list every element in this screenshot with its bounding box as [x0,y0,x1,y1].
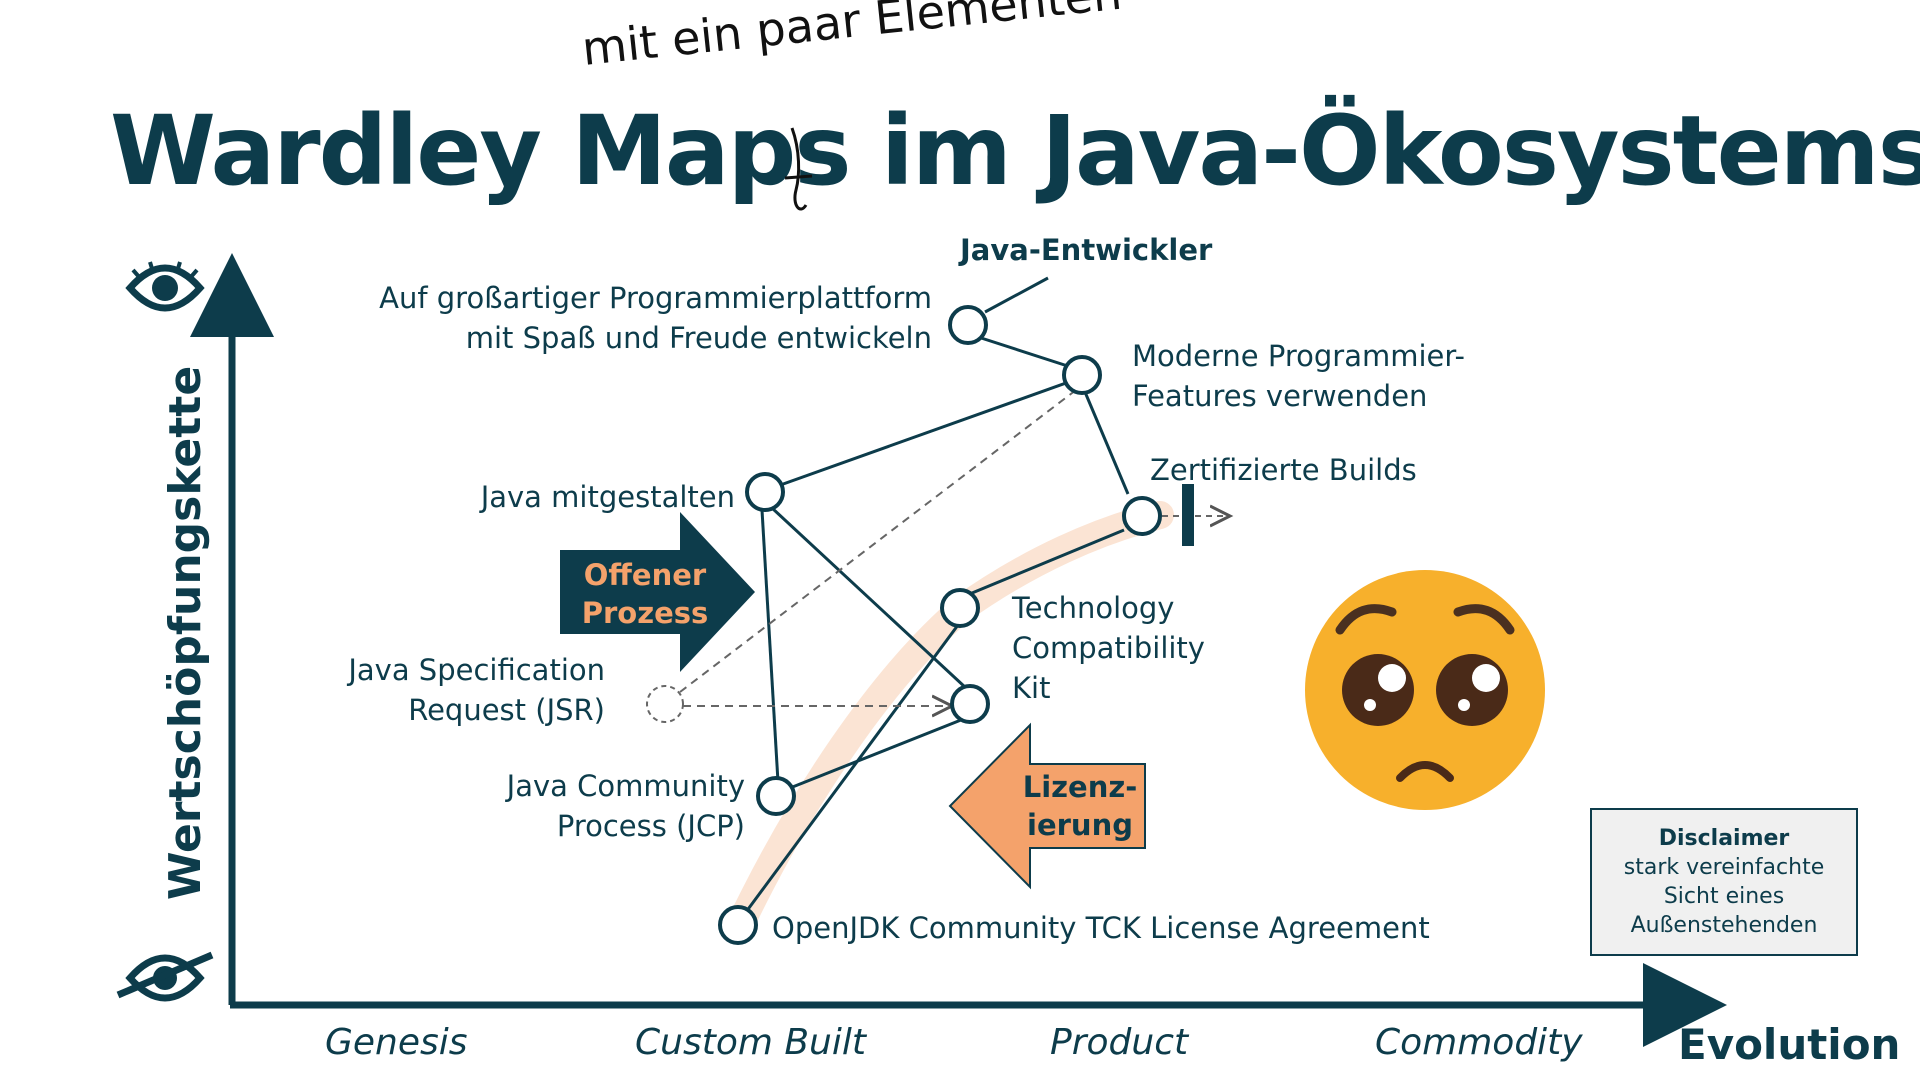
disclaimer-line1: stark vereinfachte [1623,855,1825,880]
disclaimer-line3: Außenstehenden [1630,913,1818,938]
node-mitgestalten [745,472,785,512]
node-jcp [756,776,796,816]
page-title: Wardley Maps im Java-Ökosystems [110,95,1920,207]
stage-commodity: Commodity [1375,1022,1583,1063]
x-axis-label: Evolution [1678,1020,1901,1069]
handwritten-caret-bar [784,174,813,180]
jcp-label-line2: Process (JCP) [556,809,745,843]
lizenzierung-text: Lizenz- ierung [1005,768,1155,844]
features-label-line2: Features verwenden [1132,379,1428,413]
node-license [718,905,758,945]
builds-label: Zertifizierte Builds [1150,453,1417,487]
features-label: Moderne Programmier- Features verwenden [1132,336,1465,416]
tck-label: Technology Compatibility Kit [1012,588,1205,708]
license-label: OpenJDK Community TCK License Agreement [772,911,1430,945]
tck-label-line3: Kit [1012,671,1051,705]
plattform-label: Auf großartiger Programmierplattform mit… [300,278,932,358]
stage-genesis: Genesis [325,1022,468,1063]
node-jsr [646,685,684,723]
title-main: Wardley Maps [110,95,851,207]
y-axis-label: Wertschöpfungskette [160,365,211,900]
features-label-line1: Moderne Programmier- [1132,339,1465,373]
node-tck-lower [950,684,990,724]
inertia-bar [1182,484,1194,546]
offener-prozess-line2: Prozess [581,596,709,630]
lizenzierung-line1: Lizenz- [1022,770,1138,804]
node-builds [1122,496,1162,536]
disclaimer-heading: Disclaimer [1658,826,1790,851]
mitgestalten-label: Java mitgestalten [480,480,735,514]
dependency-links [744,276,1130,913]
offener-prozess-arrow [560,512,755,672]
stage-custom-built: Custom Built [635,1022,866,1063]
jcp-label: Java Community Process (JCP) [430,766,745,846]
plattform-label-line1: Auf großartiger Programmierplattform [379,281,932,315]
plattform-label-line2: mit Spaß und Freude entwickeln [465,321,932,355]
jsr-label: Java Specification Request (JSR) [300,650,605,730]
eye-crossed-out-icon [116,951,214,1002]
jcp-label-line1: Java Community [506,769,745,803]
lizenzierung-line2: ierung [1027,808,1133,842]
disclaimer-box: Disclaimer stark vereinfachte Sicht eine… [1590,808,1858,956]
evolution-highlight [726,501,1174,939]
pleading-face-icon [1305,570,1545,810]
offener-prozess-line1: Offener [583,558,707,592]
node-tck [940,588,980,628]
tck-label-line1: Technology [1012,591,1175,625]
stage-product: Product [1050,1022,1189,1063]
lizenzierung-arrow [948,722,1146,890]
offener-prozess-text: Offener Prozess [565,556,725,632]
jsr-label-line2: Request (JSR) [408,693,605,727]
anchor-label: Java-Entwickler [960,233,1213,267]
node-plattform [948,305,988,345]
disclaimer-line2: Sicht eines [1663,884,1785,909]
node-features [1062,355,1102,395]
jsr-label-line1: Java Specification [348,653,605,687]
handwritten-caret [790,127,808,211]
tck-label-line2: Compatibility [1012,631,1205,665]
title-rest: im Java-Ökosystems [849,95,1920,207]
eye-icon [125,261,205,312]
